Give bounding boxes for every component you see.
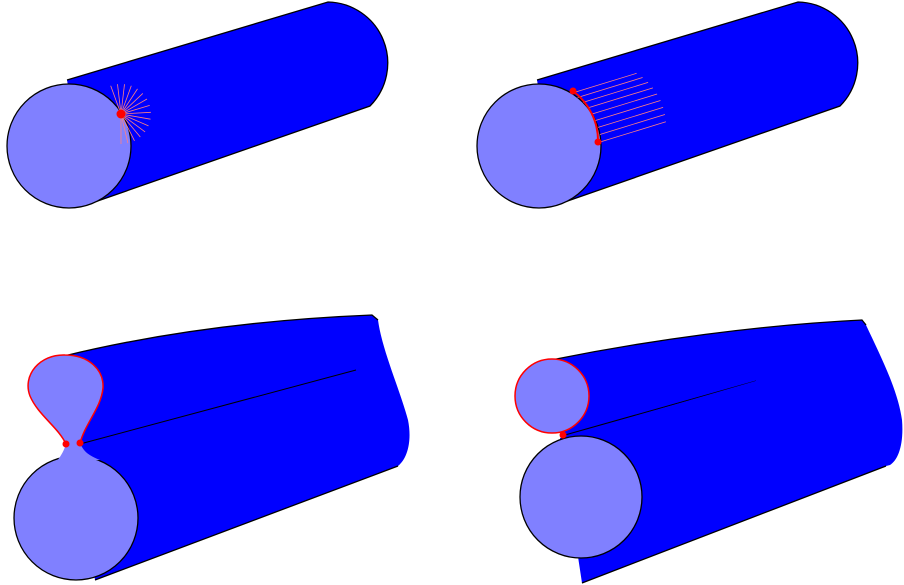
contact-ray	[120, 113, 151, 120]
contact-ray	[120, 113, 135, 141]
contact-ray	[120, 98, 148, 115]
panel-two-tubes	[514, 319, 903, 584]
contact-ray	[110, 85, 122, 115]
contact-point-end	[594, 138, 602, 146]
back-tube-outline	[550, 319, 867, 361]
tube-outline	[63, 314, 379, 357]
tube-bottom-edge	[94, 465, 399, 581]
tube-outline	[66, 1, 389, 205]
contact-line	[582, 82, 649, 103]
tube-outline	[536, 1, 859, 205]
contact-arc	[572, 90, 600, 143]
front-tube-bottom-edge	[581, 465, 887, 584]
contact-point-right	[76, 439, 84, 447]
contact-ray	[120, 84, 125, 115]
contact-point-left	[62, 440, 70, 448]
contact-point	[116, 109, 126, 119]
panel-point-contact	[6, 1, 389, 209]
contact-ray	[120, 93, 144, 115]
contact-rays	[110, 84, 151, 144]
tube-end-cap	[476, 83, 602, 209]
panel-pinched-tube	[13, 314, 410, 581]
panel-line-contact	[476, 1, 859, 209]
front-tube-body	[560, 368, 886, 583]
contact-line	[595, 100, 661, 121]
contact-line	[577, 77, 643, 98]
tube-end-cap	[6, 83, 132, 209]
contact-line	[591, 93, 658, 115]
contact-line	[600, 121, 667, 143]
tube-body	[537, 2, 858, 204]
contact-line	[597, 107, 664, 128]
contact-ray	[117, 84, 122, 115]
contact-point-start	[569, 87, 577, 95]
contact-line	[599, 114, 666, 135]
contact-ray	[120, 105, 150, 115]
back-tube-end-cap	[514, 358, 590, 434]
contact-line	[571, 72, 637, 94]
contact-ray	[120, 113, 141, 138]
tube-seam	[79, 369, 357, 445]
contact-ray	[120, 88, 138, 115]
front-tube-end-cap	[519, 435, 643, 559]
tube-seam	[564, 380, 757, 436]
tube-body	[67, 2, 388, 204]
contact-ray	[120, 113, 149, 127]
neck-connector	[56, 443, 100, 462]
contact-ray	[120, 113, 129, 144]
contact-ray	[120, 85, 132, 115]
tube-end-cap	[13, 455, 139, 581]
contact-point	[559, 431, 567, 439]
contact-lines	[571, 72, 667, 143]
tube-body	[64, 315, 410, 580]
contact-line	[587, 87, 654, 109]
contact-ray	[120, 111, 151, 115]
contact-ray	[120, 113, 146, 133]
